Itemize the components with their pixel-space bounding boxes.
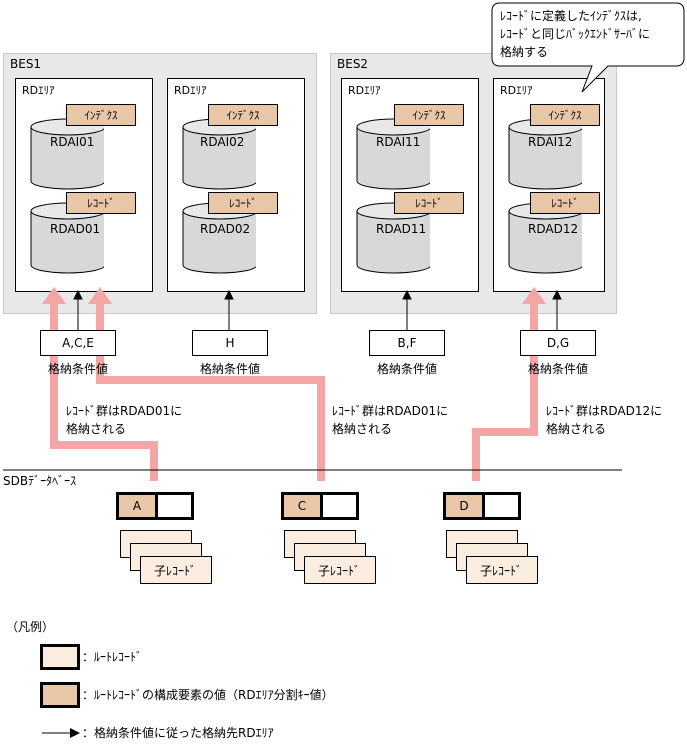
legend-key-label: ：ﾙｰﾄﾚｺｰﾄﾞの構成要素の値（RDｴﾘｱ分割ｷｰ値）: [82, 688, 334, 702]
arrow-head-icon: [70, 728, 80, 738]
database-cylinder-icon: [356, 118, 430, 190]
index-tag: ｲﾝﾃﾞｸｽ: [208, 104, 278, 126]
note-line: ﾚｺｰﾄﾞ群はRDAD01に: [332, 404, 449, 418]
storage-condition-caption: 格納条件値: [527, 362, 588, 376]
record-tag: ﾚｺｰﾄﾞ: [208, 192, 278, 214]
child-record-label: 子ﾚｺｰﾄﾞ: [480, 564, 523, 578]
callout-line: ﾚｺｰﾄﾞに定義したｲﾝﾃﾞｸｽは,: [500, 9, 642, 23]
note-line: 格納される: [546, 422, 607, 436]
index-name: RDAI11: [376, 135, 421, 149]
database-label: SDBﾃﾞｰﾀﾍﾞｰｽ: [3, 474, 77, 488]
child-record: [140, 556, 212, 584]
rd-area-label: RDｴﾘｱ: [348, 84, 381, 97]
rd-area-label: RDｴﾘｱ: [500, 84, 533, 97]
index-tag: ｲﾝﾃﾞｸｽ: [66, 104, 136, 126]
note-line: ﾚｺｰﾄﾞ群はRDAD01に: [66, 404, 183, 418]
root-record: D: [443, 492, 521, 520]
legend-title: （凡例）: [6, 620, 55, 634]
storage-condition-caption: 格納条件値: [199, 362, 260, 376]
root-record: A: [116, 492, 194, 520]
legend-key-swatch: [40, 682, 80, 708]
record-tag: ﾚｺｰﾄﾞ: [530, 192, 600, 214]
rd-area-label: RDｴﾘｱ: [174, 84, 207, 97]
storage-condition-caption: 格納条件値: [47, 362, 108, 376]
storage-condition-box: A,C,E: [40, 330, 116, 356]
child-record: [466, 556, 538, 584]
storage-condition-box: H: [192, 330, 268, 356]
callout-line: 格納する: [500, 45, 549, 59]
legend-arrow-label: ：格納条件値に従った格納先RDｴﾘｱ: [82, 726, 274, 740]
legend-root-record-label: ：ﾙｰﾄﾚｺｰﾄﾞ: [82, 650, 143, 664]
record-name: RDAD12: [528, 222, 579, 236]
note-line: 格納される: [66, 422, 127, 436]
index-name: RDAI12: [528, 135, 573, 149]
callout-text: ﾚｺｰﾄﾞに定義したｲﾝﾃﾞｸｽは, ﾚｺｰﾄﾞと同じﾊﾞｯｸｴﾝﾄﾞｻｰﾊﾞに…: [500, 7, 650, 61]
record-name: RDAD01: [50, 222, 101, 236]
child-record-label: 子ﾚｺｰﾄﾞ: [318, 564, 361, 578]
flow-path-d: [472, 302, 538, 481]
flow-path-a: [50, 302, 158, 481]
storage-condition-box: B,F: [369, 330, 445, 356]
index-tag: ｲﾝﾃﾞｸｽ: [530, 104, 600, 126]
index-name: RDAI01: [50, 135, 95, 149]
note-line: ﾚｺｰﾄﾞ群はRDAD12に: [546, 404, 663, 418]
server-name: BES2: [337, 57, 369, 71]
storage-condition-caption: 格納条件値: [376, 362, 437, 376]
database-cylinder-icon: [30, 118, 104, 190]
callout-line: ﾚｺｰﾄﾞと同じﾊﾞｯｸｴﾝﾄﾞｻｰﾊﾞに: [500, 27, 651, 41]
storage-note: ﾚｺｰﾄﾞ群はRDAD01に 格納される: [66, 402, 182, 438]
database-cylinder-icon: [182, 118, 256, 190]
record-tag: ﾚｺｰﾄﾞ: [394, 192, 464, 214]
legend-root-record-swatch: [40, 644, 80, 670]
record-tag: ﾚｺｰﾄﾞ: [66, 192, 136, 214]
index-tag: ｲﾝﾃﾞｸｽ: [394, 104, 464, 126]
note-line: 格納される: [332, 422, 393, 436]
storage-note: ﾚｺｰﾄﾞ群はRDAD01に 格納される: [332, 402, 448, 438]
storage-note: ﾚｺｰﾄﾞ群はRDAD12に 格納される: [546, 402, 662, 438]
child-record: [304, 556, 376, 584]
root-record: C: [281, 492, 359, 520]
child-record-label: 子ﾚｺｰﾄﾞ: [154, 564, 197, 578]
database-cylinder-icon: [508, 118, 582, 190]
rd-area-label: RDｴﾘｱ: [22, 84, 55, 97]
index-name: RDAI02: [200, 135, 245, 149]
storage-condition-box: D,G: [520, 330, 596, 356]
server-name: BES1: [10, 57, 42, 71]
root-key: A: [119, 495, 158, 517]
flow-path-c: [96, 302, 325, 481]
record-name: RDAD11: [376, 222, 427, 236]
root-key: D: [446, 495, 485, 517]
root-key: C: [284, 495, 323, 517]
record-name: RDAD02: [200, 222, 251, 236]
